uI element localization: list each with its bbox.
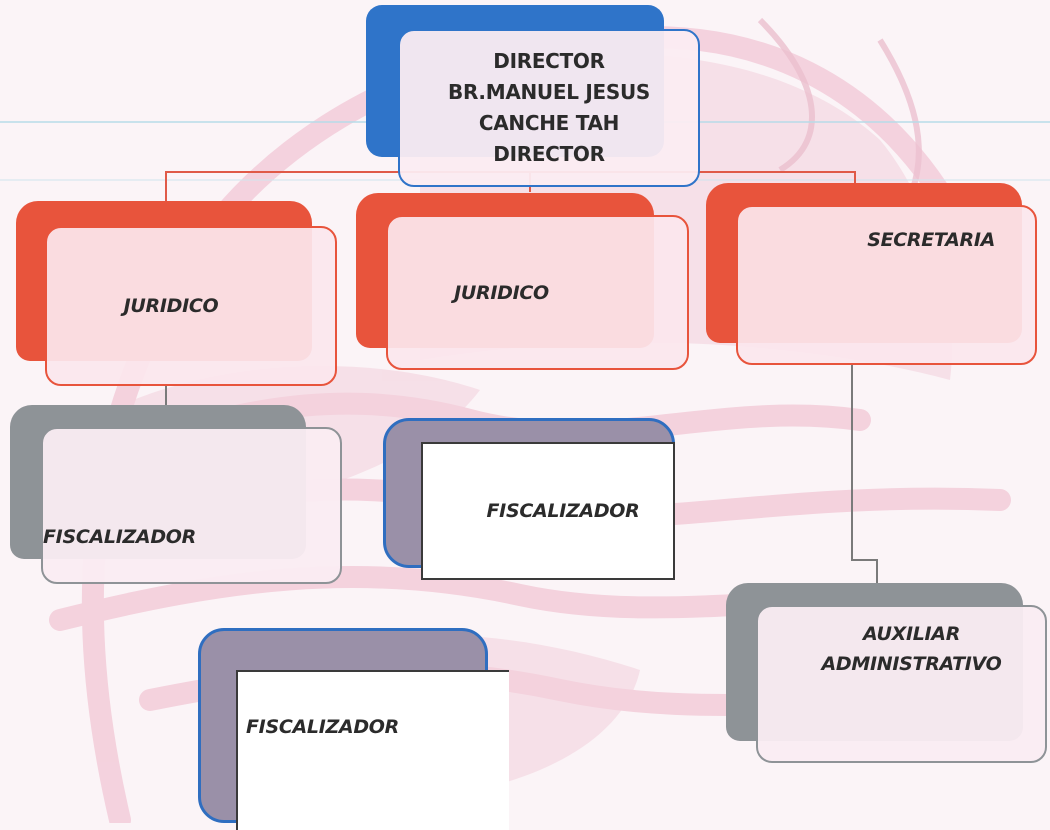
director-role: DIRECTOR xyxy=(493,142,605,166)
secretaria-node: SECRETARIA xyxy=(706,183,1037,366)
juridico-node-2: JURIDICO xyxy=(356,193,689,370)
juridico-label: JURIDICO xyxy=(454,281,549,304)
fiscalizador-node-1: FISCALIZADOR xyxy=(10,405,342,584)
juridico-label: JURIDICO xyxy=(123,295,219,317)
director-node-box: DIRECTOR BR.MANUEL JESUS CANCHE TAH DIRE… xyxy=(398,29,700,187)
fiscalizador-label: FISCALIZADOR xyxy=(486,500,640,522)
auxiliar-label-line-1: AUXILIAR xyxy=(862,623,961,645)
juridico-node-1: JURIDICO xyxy=(16,201,337,386)
fiscalizador-label: FISCALIZADOR xyxy=(246,716,399,738)
auxiliar-label-line-2: ADMINISTRATIVO xyxy=(821,653,1002,675)
fiscalizador-node-3: FISCALIZADOR xyxy=(198,628,509,830)
juridico-node-1-box: JURIDICO xyxy=(45,226,337,386)
fiscalizador-node-2: FISCALIZADOR xyxy=(383,418,675,580)
fiscalizador-node-1-box: FISCALIZADOR xyxy=(41,427,342,584)
connector-secretaria-to-auxiliar xyxy=(851,365,878,583)
director-name-line-2: CANCHE TAH xyxy=(478,111,620,135)
fiscalizador-node-3-box: FISCALIZADOR xyxy=(236,670,509,830)
auxiliar-administrativo-node: AUXILIAR ADMINISTRATIVO xyxy=(726,583,1047,763)
director-node: DIRECTOR BR.MANUEL JESUS CANCHE TAH DIRE… xyxy=(366,5,700,188)
director-title: DIRECTOR xyxy=(493,49,605,73)
fiscalizador-node-2-box: FISCALIZADOR xyxy=(421,442,675,580)
fiscalizador-label: FISCALIZADOR xyxy=(43,526,196,548)
secretaria-node-box: SECRETARIA xyxy=(736,205,1037,365)
juridico-node-2-box: JURIDICO xyxy=(386,215,689,370)
secretaria-label: SECRETARIA xyxy=(867,229,995,251)
auxiliar-node-box: AUXILIAR ADMINISTRATIVO xyxy=(756,605,1047,763)
director-name-line-1: BR.MANUEL JESUS xyxy=(448,80,650,104)
